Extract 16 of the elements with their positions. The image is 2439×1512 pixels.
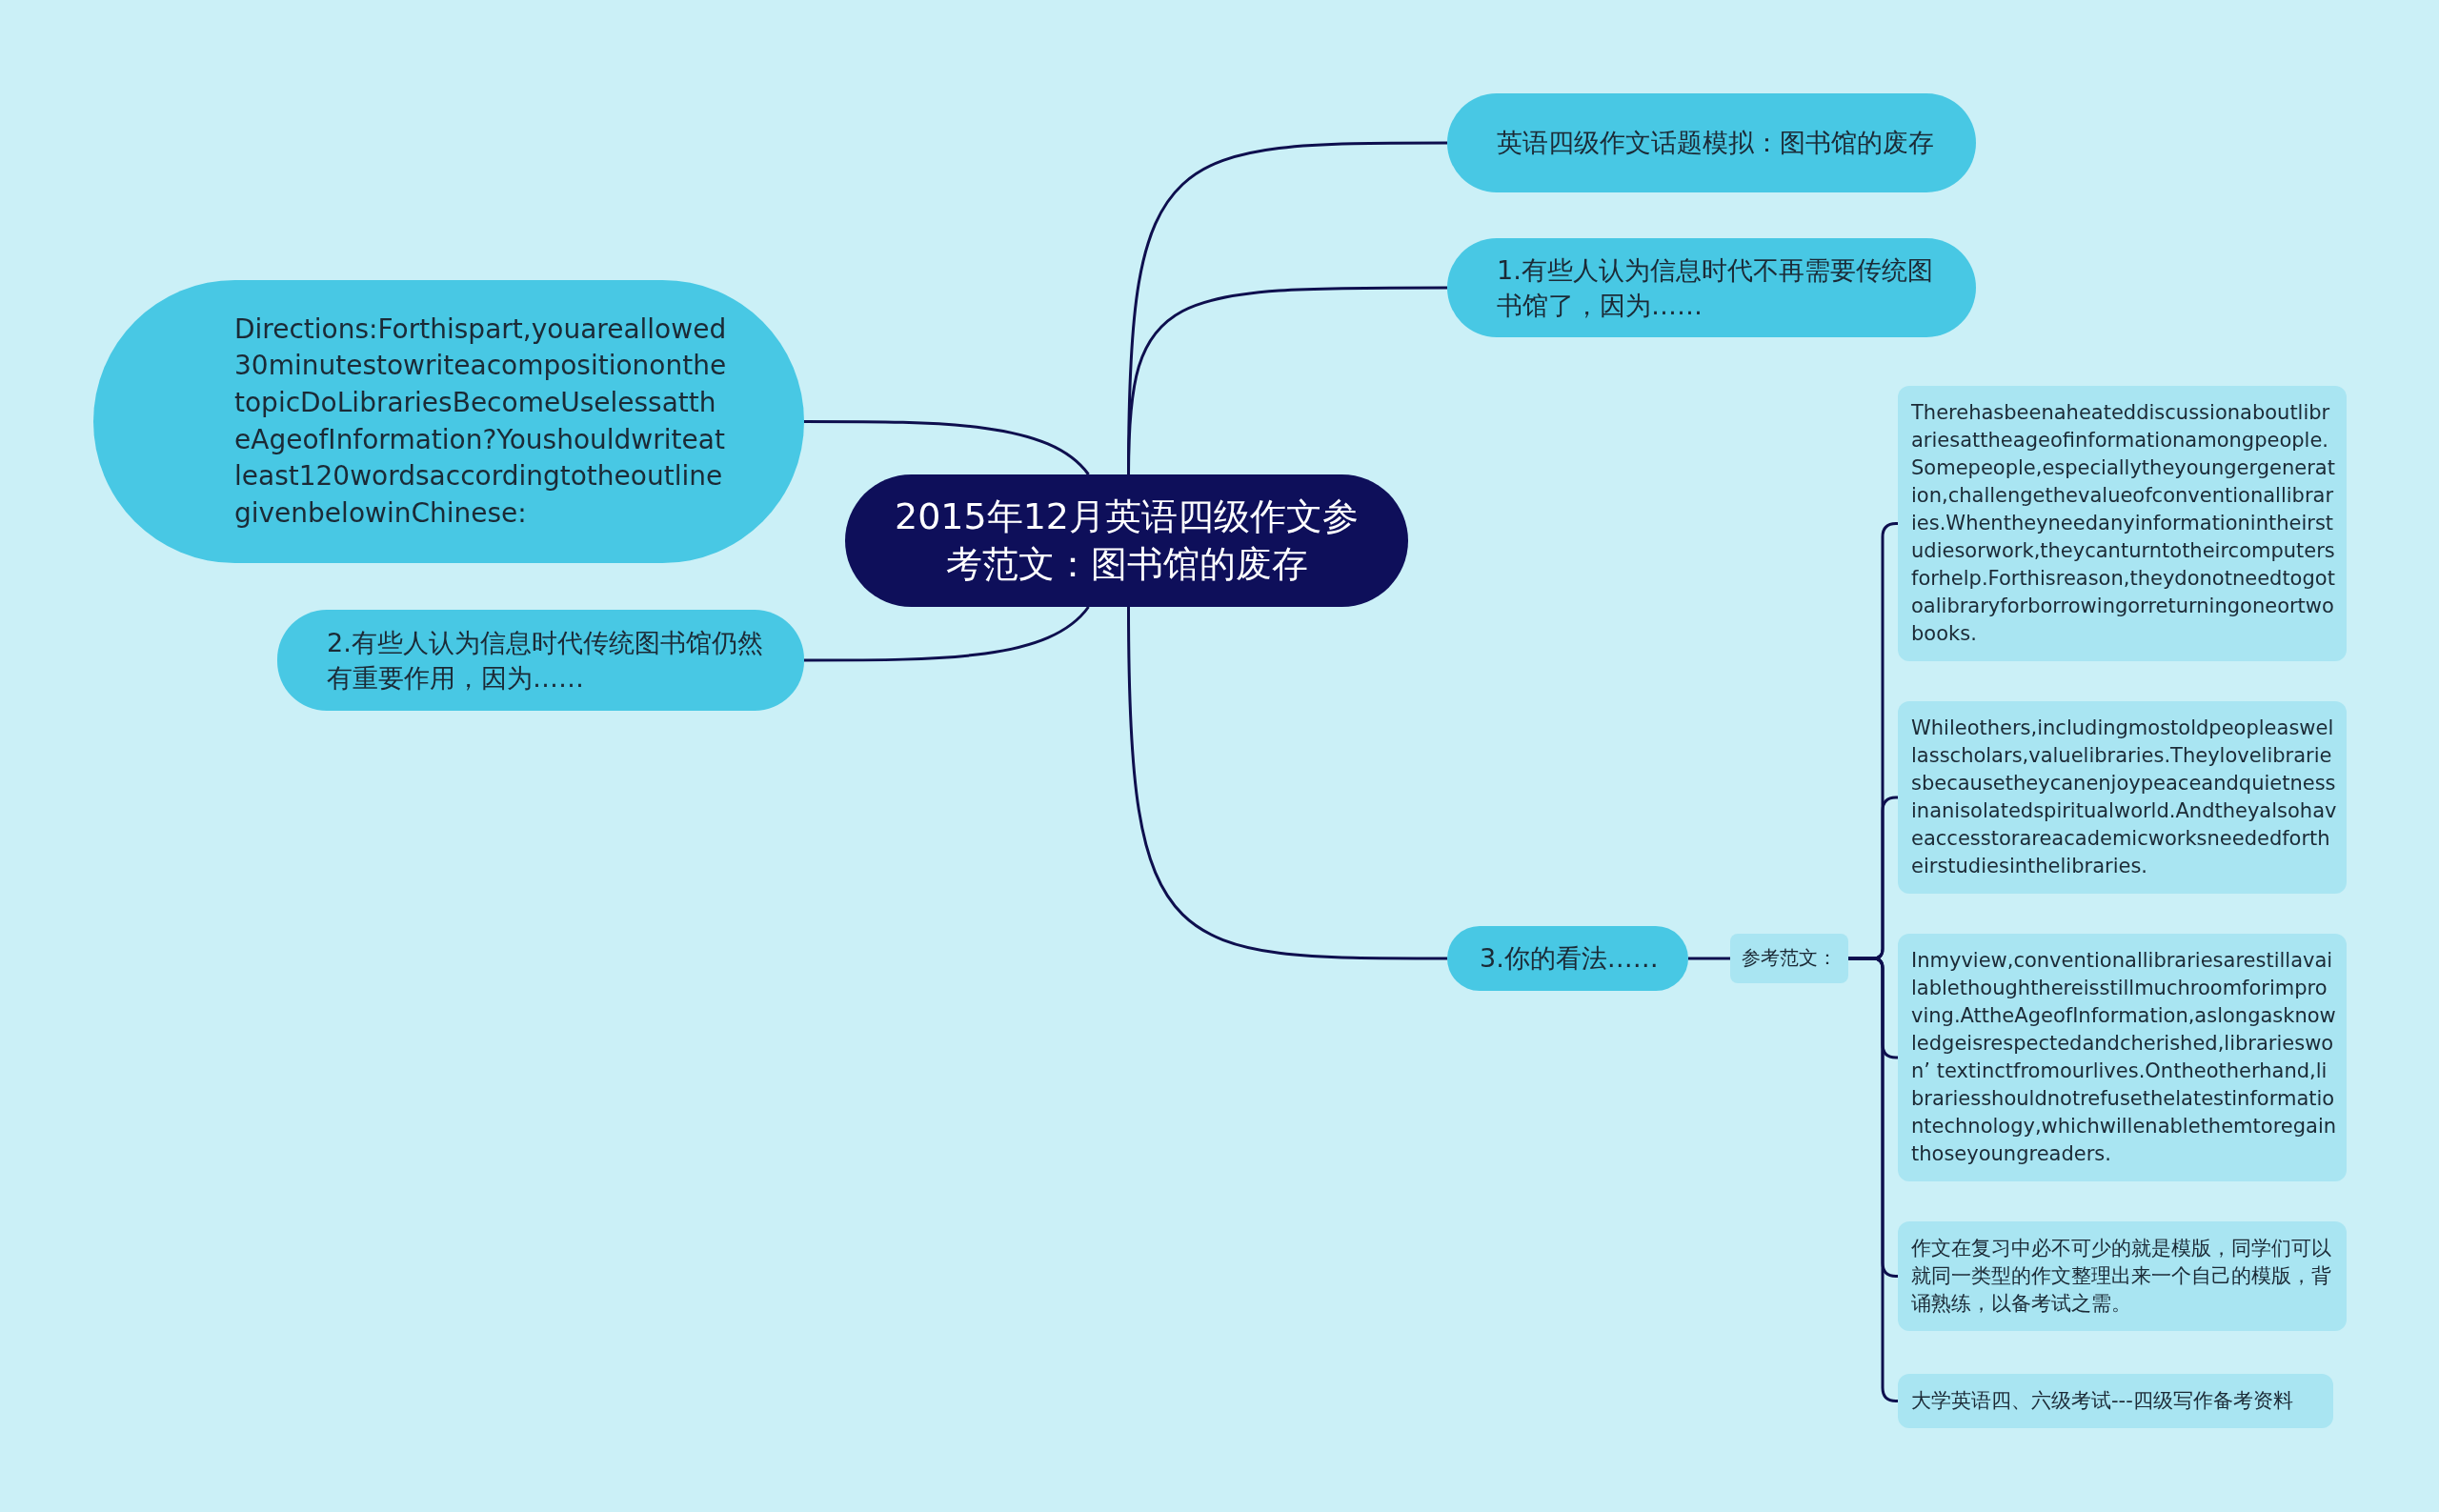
topic-box: 英语四级作文话题模拟：图书馆的废存 xyxy=(1447,93,1976,192)
topic-box: 2.有些人认为信息时代传统图书馆仍然有重要作用，因为…… xyxy=(277,610,804,711)
text-card: Therehasbeenaheateddiscussionaboutlibrariesattheageofinformationamongpeople.Somepeople,especiallytheyoungergeneration,challengethevalueofconventionallibraries.Whentheyneedanyinformationintheirstudiesorwork,theycanturntotheircomputersforhelp.Forthisreason,theydonotneedtogotoalibraryforborrowingorreturningoneortwobooks. xyxy=(1898,386,2347,661)
central-topic: 2015年12月英语四级作文参考范文：图书馆的废存 xyxy=(845,474,1408,607)
text-card: 作文在复习中必不可少的就是模版，同学们可以就同一类型的作文整理出来一个自己的模版，背诵熟练，以备考试之需。 xyxy=(1898,1221,2347,1331)
connector-line xyxy=(804,606,1090,662)
connector-line xyxy=(1127,607,1447,960)
text-card: Whileothers,includingmostoldpeopleaswellasscholars,valuelibraries.Theylovelibrariesbecausetheycanenjoypeaceandquietnessinanisolatedspiritualworld.Andtheyalsohaveaccesstorareacademicworksneededfortheirstudiesinthelibraries. xyxy=(1898,701,2347,894)
text-card: 大学英语四、六级考试---四级写作备考资料 xyxy=(1898,1374,2333,1428)
connector-line xyxy=(804,420,1090,475)
topic-box: Directions:Forthispart,youareallowed30minutestowriteacompositiononthetopicDoLibrariesBecomeUselessattheAgeofInformation?Youshouldwriteatleast120wordsaccordingtotheoutlinegivenbelowinChinese: xyxy=(93,280,804,563)
connector-line xyxy=(1688,957,1730,960)
subtopic-label: 参考范文： xyxy=(1730,934,1848,983)
topic-box: 1.有些人认为信息时代不再需要传统图书馆了，因为…… xyxy=(1447,238,1976,337)
text-card: Inmyview,conventionallibrariesarestillavailablethoughthereisstillmuchroomforimproving.AttheAgeofInformation,aslongasknowledgeisrespectedandcherished,librarieswon’ textinctfromourlives.Ontheotherhand,librariesshouldnotrefusethelatestinformationtechnology,whichwillenablethemtoregainthoseyoungreaders. xyxy=(1898,934,2347,1181)
topic-box: 3.你的看法…… xyxy=(1447,926,1688,991)
